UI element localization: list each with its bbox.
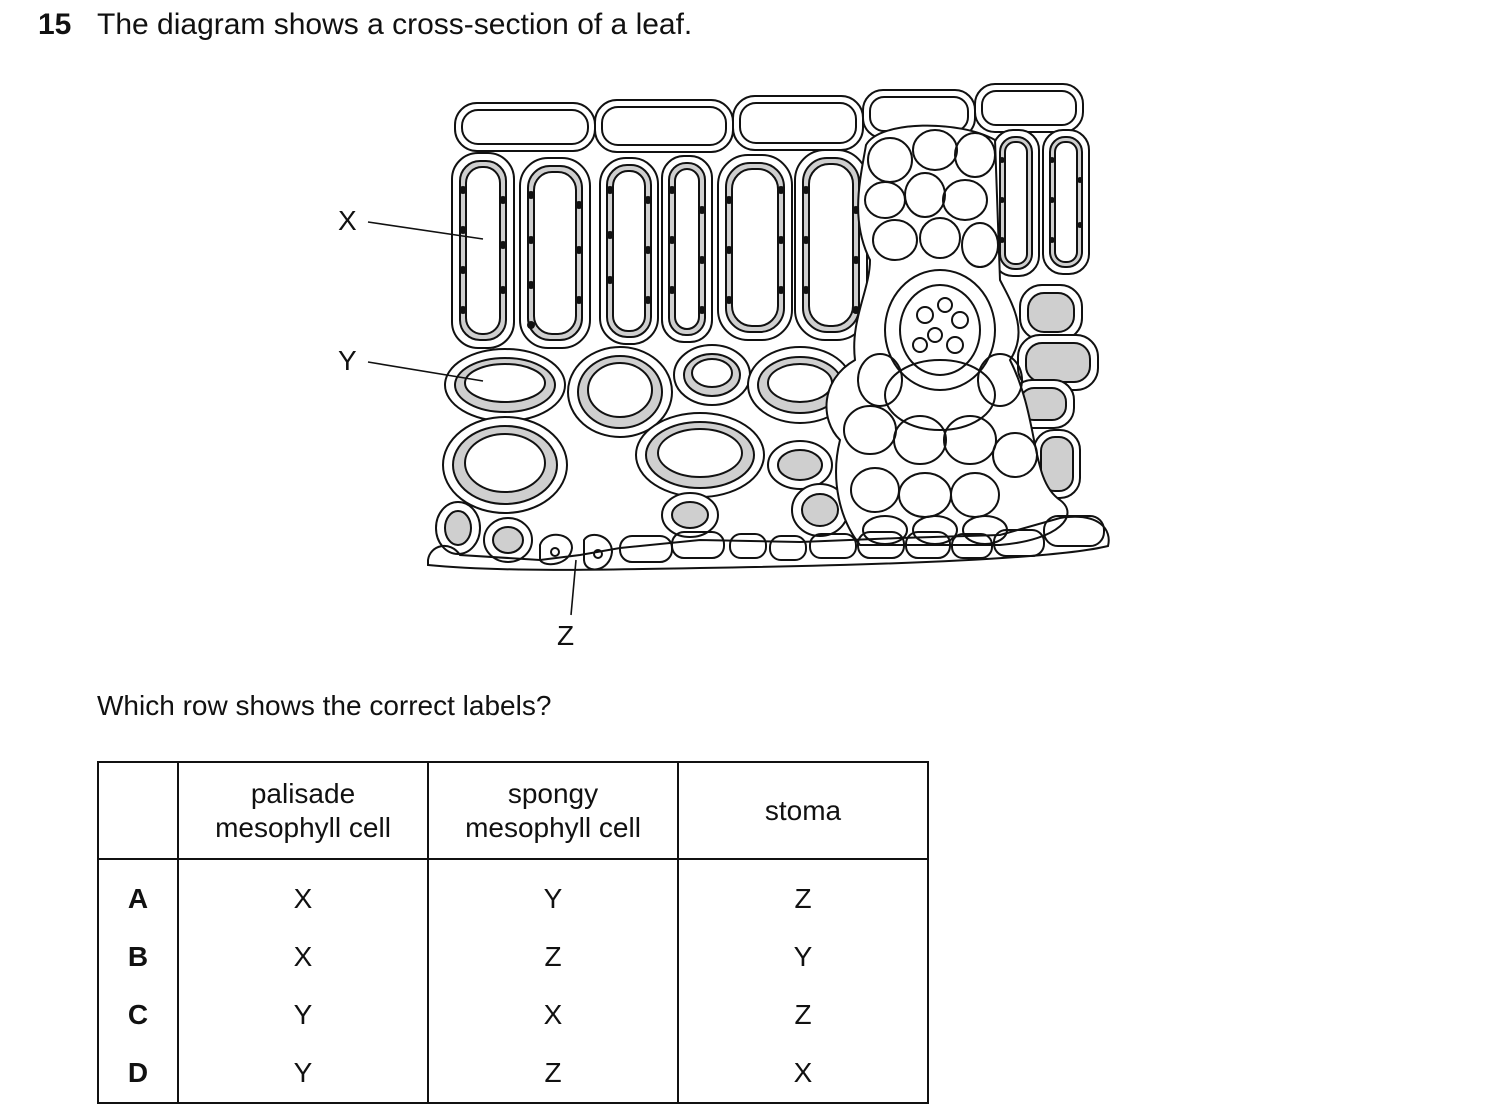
option-cell: X bbox=[677, 1044, 928, 1103]
option-key: D bbox=[127, 1057, 149, 1088]
answer-options-table: palisade mesophyll cell spongy mesophyll… bbox=[97, 761, 929, 1104]
option-cell: Y bbox=[427, 859, 678, 928]
chloroplasts bbox=[459, 157, 1083, 329]
option-key: C bbox=[127, 999, 149, 1030]
leaf-cross-section-diagram: X Y Z bbox=[338, 83, 1110, 651]
label-z: Z bbox=[557, 620, 574, 651]
label-x: X bbox=[338, 205, 357, 236]
header-stoma: stoma bbox=[677, 762, 928, 860]
option-cell: Z bbox=[677, 859, 928, 928]
label-y: Y bbox=[338, 345, 357, 376]
option-row-c[interactable]: C Y X Z bbox=[98, 986, 928, 1044]
lower-epidermis bbox=[427, 515, 1110, 571]
option-cell: Z bbox=[427, 928, 678, 986]
option-key: B bbox=[127, 941, 149, 972]
option-row-b[interactable]: B X Z Y bbox=[98, 928, 928, 986]
header-empty bbox=[98, 762, 178, 860]
option-row-a[interactable]: A X Y Z bbox=[98, 859, 928, 928]
option-cell: Z bbox=[677, 986, 928, 1044]
label-line-z bbox=[570, 559, 577, 616]
option-cell: X bbox=[427, 986, 678, 1044]
question-text: The diagram shows a cross-section of a l… bbox=[97, 8, 693, 41]
question-prompt: Which row shows the correct labels? bbox=[97, 690, 552, 721]
option-cell: X bbox=[177, 859, 428, 928]
option-cell: Y bbox=[177, 1044, 428, 1103]
spongy-layer bbox=[435, 284, 1099, 563]
vascular-bundle bbox=[825, 124, 1069, 546]
label-line-y bbox=[367, 361, 484, 382]
table-header-row: palisade mesophyll cell spongy mesophyll… bbox=[98, 762, 928, 860]
option-cell: Z bbox=[427, 1044, 678, 1103]
option-key: A bbox=[127, 883, 149, 914]
question-number: 15 bbox=[38, 8, 72, 41]
option-cell: Y bbox=[677, 928, 928, 986]
option-cell: Y bbox=[177, 986, 428, 1044]
header-spongy: spongy mesophyll cell bbox=[427, 762, 678, 860]
option-cell: X bbox=[177, 928, 428, 986]
label-line-x bbox=[367, 221, 484, 240]
header-palisade: palisade mesophyll cell bbox=[177, 762, 428, 860]
stoma-guard-cells bbox=[539, 533, 614, 571]
option-row-d[interactable]: D Y Z X bbox=[98, 1044, 928, 1103]
